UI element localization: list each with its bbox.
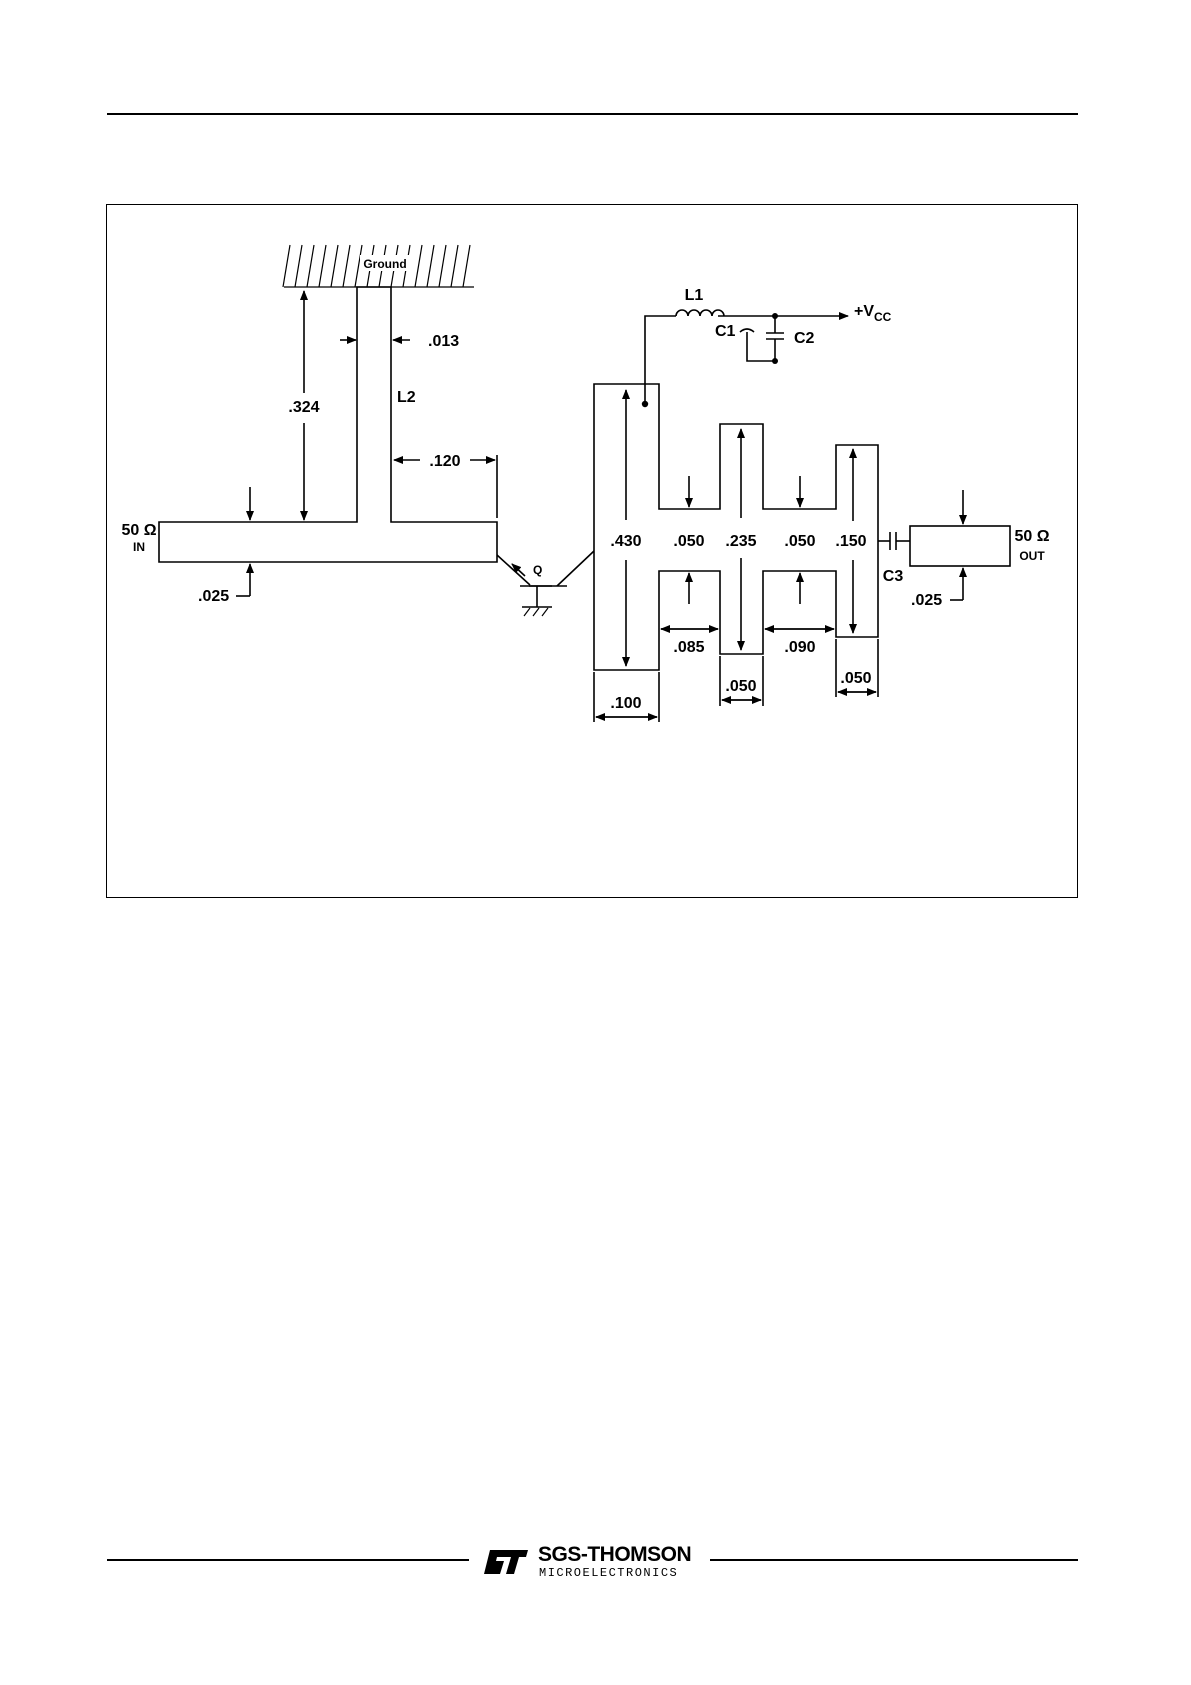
out-label: OUT [1019, 549, 1045, 563]
vcc-subscript: CC [874, 310, 892, 324]
input-line-with-stub [159, 287, 497, 562]
vcc-prefix: +V [854, 303, 874, 320]
gap2-width-dim: .090 [784, 639, 815, 656]
in-width-dim: .025 [198, 588, 229, 605]
in-impedance-label: 50 Ω [121, 522, 156, 539]
pad2-width-dim: .050 [725, 678, 756, 695]
stub-offset-dim: .120 [429, 453, 460, 470]
vcc-label: +VCC [854, 303, 892, 324]
company-name: SGS-THOMSON [538, 1543, 691, 1567]
company-division: MICROELECTRONICS [539, 1566, 678, 1580]
pad3-width-dim: .050 [840, 670, 871, 687]
bias-feed-line [645, 316, 676, 404]
footer-rule-left [107, 1559, 469, 1561]
c3-label: C3 [883, 568, 904, 585]
st-logo-icon [478, 1544, 536, 1576]
l1-label: L1 [685, 287, 704, 304]
pad1-height-dim: .430 [610, 533, 641, 550]
pad3-height-dim: .150 [835, 533, 866, 550]
capacitor-c2 [766, 313, 784, 364]
stub-gap-dim: .013 [428, 333, 459, 350]
output-filter-outline [594, 384, 878, 670]
c1-label: C1 [715, 323, 736, 340]
stub-height-dim: .324 [288, 399, 319, 416]
l2-label: L2 [397, 389, 416, 406]
pad2-height-dim: .235 [725, 533, 756, 550]
q-label: Q [533, 563, 542, 577]
in-label: IN [133, 540, 145, 554]
gap2-height-dim: .050 [784, 533, 815, 550]
gap1-width-dim: .085 [673, 639, 704, 656]
transistor-q [497, 551, 594, 616]
out-width-dim: .025 [911, 592, 942, 609]
inductor-l1 [676, 310, 724, 316]
footer-logo: SGS-THOMSON MICROELECTRONICS [478, 1542, 708, 1582]
output-line [910, 526, 1010, 566]
footer-rule-right [710, 1559, 1078, 1561]
out-impedance-label: 50 Ω [1014, 528, 1049, 545]
c2-label: C2 [794, 330, 815, 347]
pad1-width-dim: .100 [610, 695, 641, 712]
capacitor-c3 [878, 532, 910, 550]
ground-hatch: Ground [283, 245, 474, 287]
ground-label: Ground [363, 257, 406, 271]
gap1-height-dim: .050 [673, 533, 704, 550]
